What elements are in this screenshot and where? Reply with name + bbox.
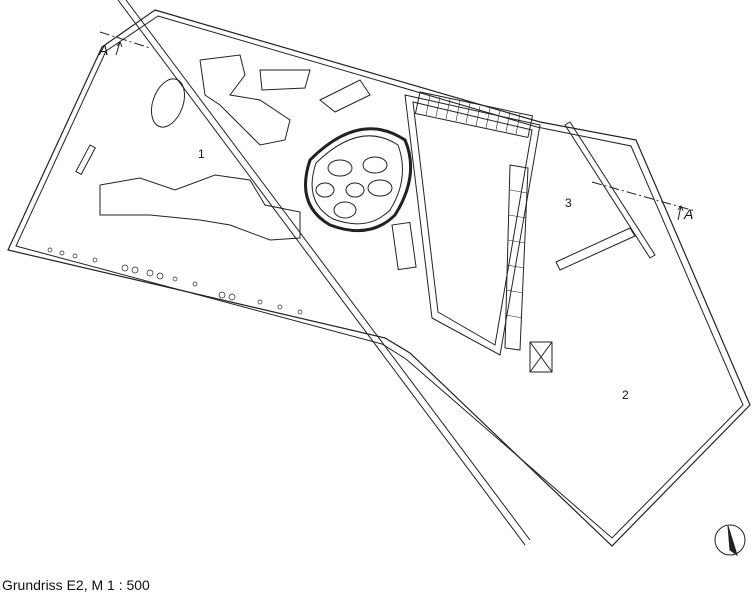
bench xyxy=(75,144,96,175)
diagonal-line xyxy=(125,0,531,541)
display-case xyxy=(199,54,291,146)
section-marker-left: A xyxy=(99,42,109,58)
outer-wall-inner xyxy=(15,15,744,539)
ellipse-seat xyxy=(362,156,388,174)
oval-room xyxy=(304,127,413,233)
ellipse-seat xyxy=(327,159,353,177)
ellipse-seat xyxy=(315,182,335,198)
elevator xyxy=(529,341,553,373)
display-case xyxy=(319,79,371,113)
room-label-3: 3 xyxy=(565,196,572,210)
plan-caption: Grundriss E2, M 1 : 500 xyxy=(2,577,150,593)
section-line xyxy=(591,181,696,212)
section-marker-right: A xyxy=(684,206,694,222)
ellipse-seat xyxy=(367,179,393,197)
display-case xyxy=(259,69,311,91)
oval-object xyxy=(151,78,185,128)
outer-wall xyxy=(7,9,751,547)
stairs xyxy=(504,164,529,351)
central-hall-wall xyxy=(404,94,541,356)
diagonal-line xyxy=(117,0,526,546)
display-case xyxy=(99,174,301,241)
room-label-1: 1 xyxy=(198,147,205,161)
wall xyxy=(564,121,656,259)
ellipse-seat xyxy=(333,201,357,219)
section-line xyxy=(99,31,151,49)
stairs xyxy=(391,221,417,271)
stairs xyxy=(414,91,534,139)
wall xyxy=(555,227,636,271)
north-arrow-icon xyxy=(714,524,746,557)
ellipse-seat xyxy=(345,182,365,198)
central-hall-wall xyxy=(412,101,533,346)
room-label-2: 2 xyxy=(622,388,629,402)
